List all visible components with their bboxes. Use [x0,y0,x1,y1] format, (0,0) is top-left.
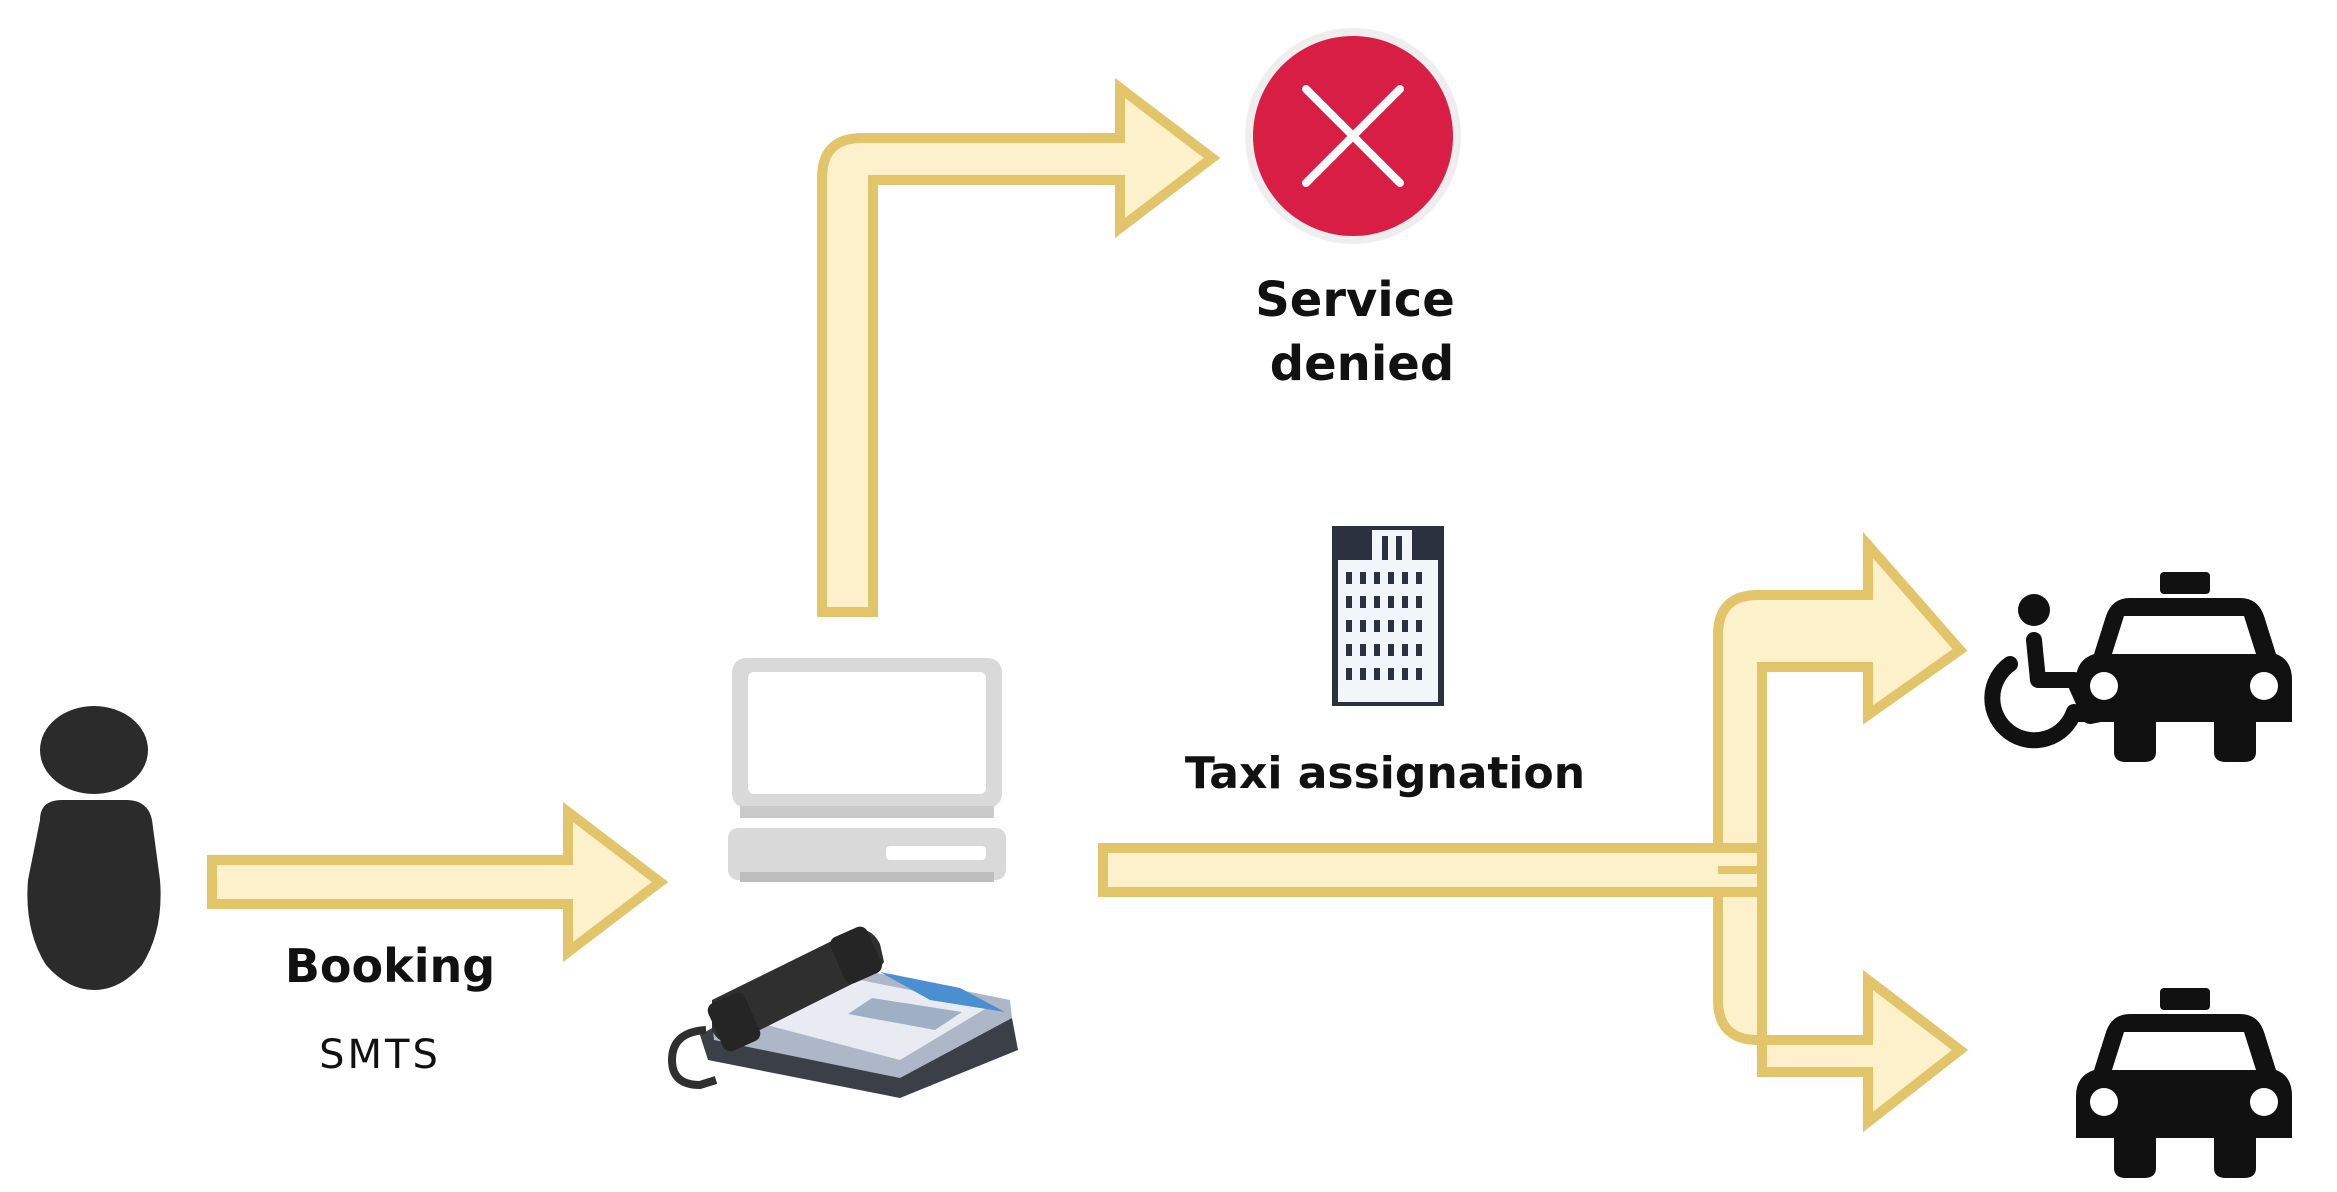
close-icon [1245,28,1461,244]
taxi-assignation-label: Taxi assignation [1185,748,1585,799]
service-denied-label-line1: Service [1255,272,1455,328]
taxi-trunk-body [1098,843,1767,897]
taxi-icon [2076,988,2292,1178]
computer-icon [728,658,1006,882]
person-icon [27,706,161,990]
telephone-icon [667,926,1018,1098]
taxi-lower-branch-arrow [1713,887,1969,1133]
booking-label: Booking [285,939,495,993]
booking-arrow [207,801,669,963]
service-denied-label-line2: denied [1270,336,1454,392]
service-denied-arrow [817,77,1221,617]
smts-label: SMTS [319,1032,441,1078]
taxi-icon [2076,572,2292,762]
flow-arrows [207,77,1969,1133]
building-icon [1332,526,1444,706]
taxi-assignation-arrow [1103,531,1968,853]
